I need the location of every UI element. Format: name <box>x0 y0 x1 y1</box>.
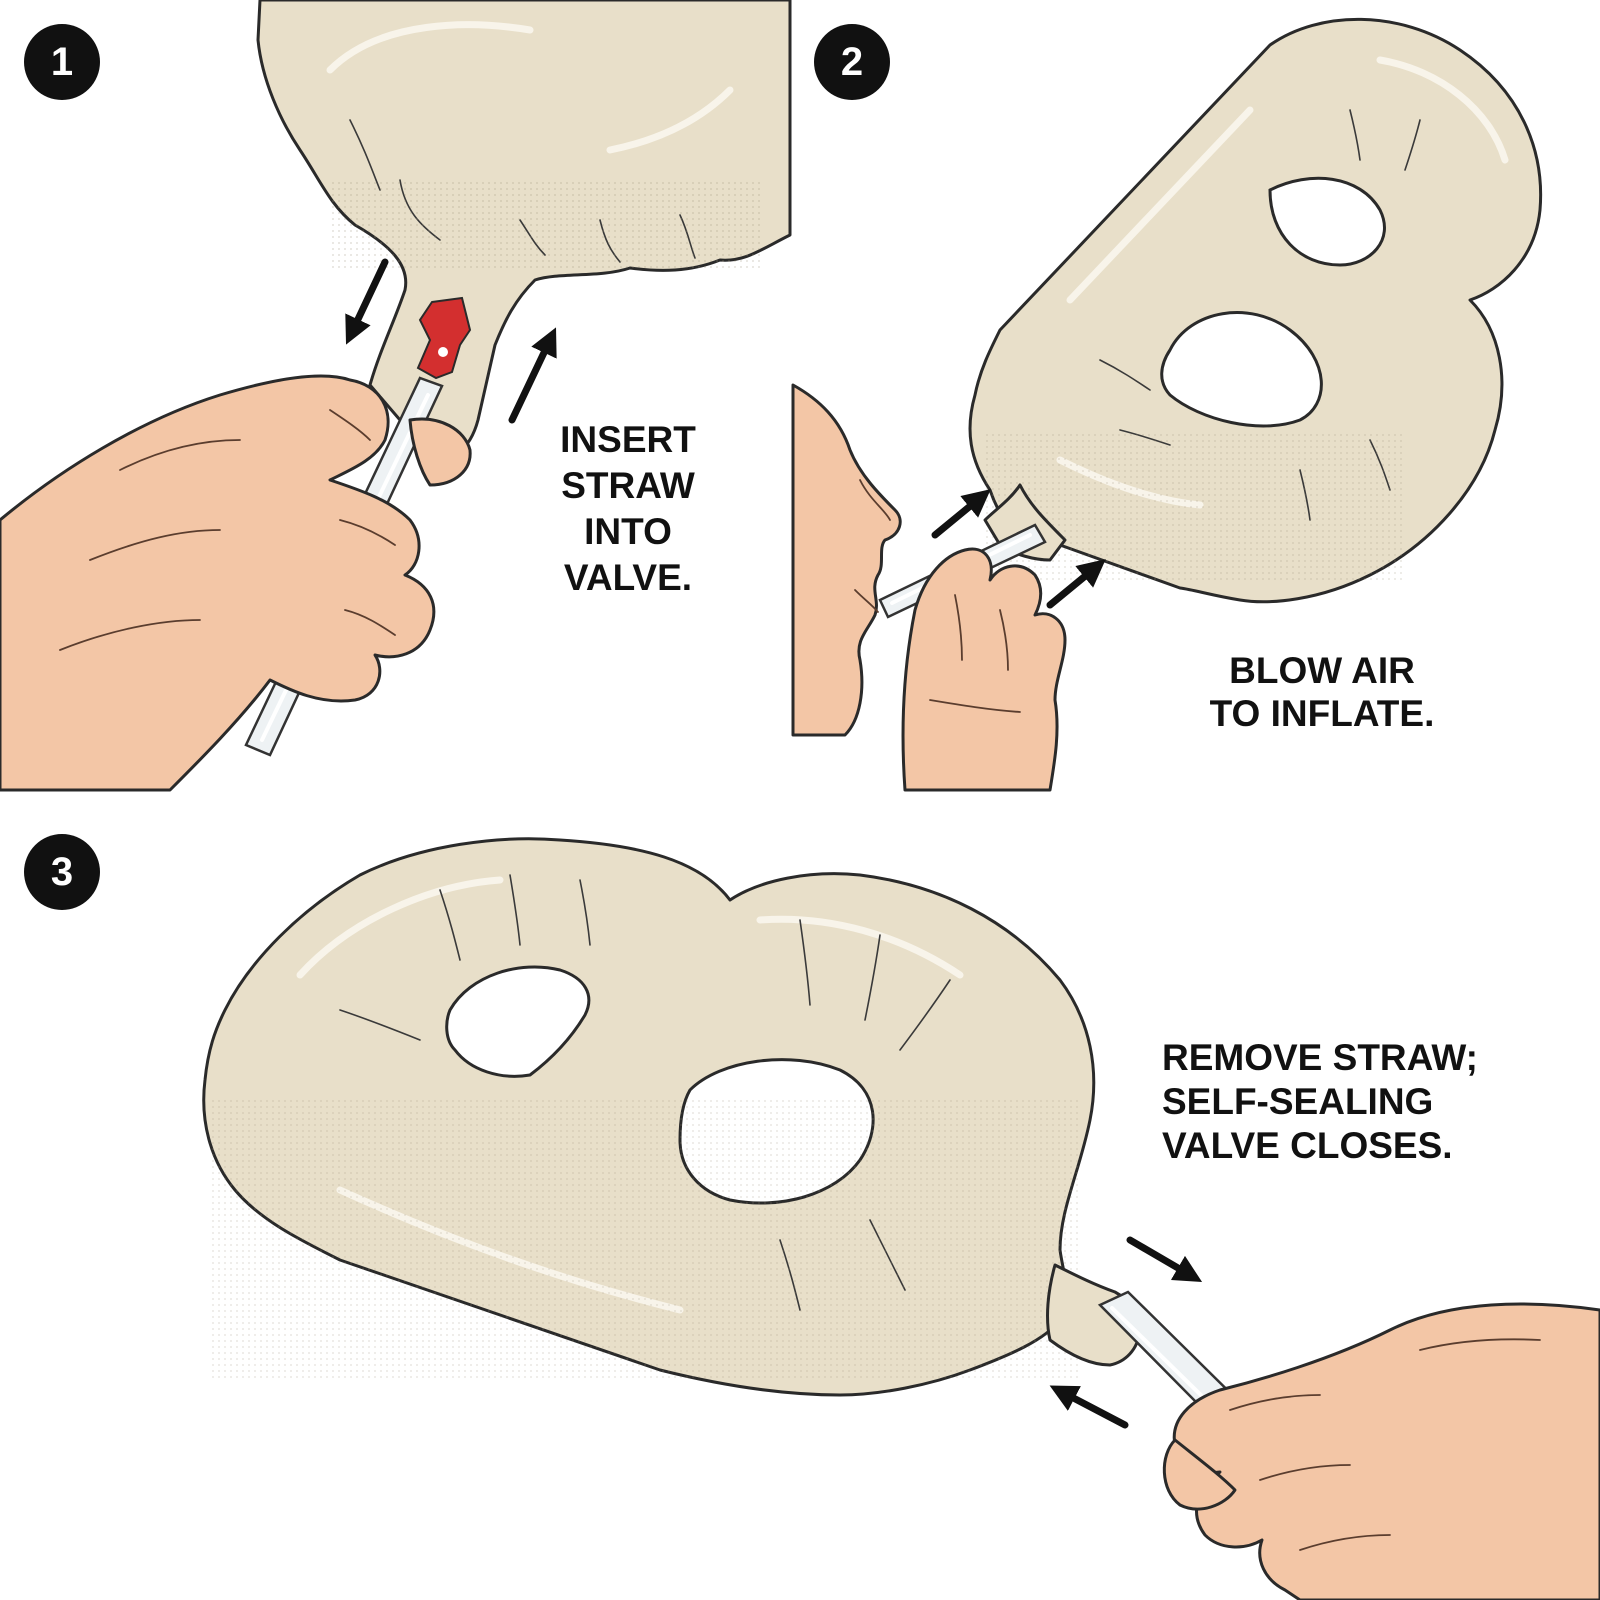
hand <box>1162 1302 1600 1600</box>
arrow-icon <box>1049 1236 1203 1429</box>
red-valve-icon <box>416 296 472 380</box>
step-badge-3: 3 <box>24 834 100 910</box>
step-badge-1: 1 <box>24 24 100 100</box>
instruction-line: SELF-SEALING <box>1162 1081 1433 1122</box>
step-number: 3 <box>51 850 73 894</box>
instruction-line: STRAW <box>561 465 695 506</box>
panel-step-3: 3 REMOVE STRAW; SELF-SEALING VALVE CLOSE… <box>24 834 1600 1600</box>
instruction-text-1: INSERT STRAW INTO VALVE. <box>560 419 696 598</box>
panel-step-1: 1 INSERT STRAW INTO VALVE. <box>0 0 792 792</box>
instruction-text-3: REMOVE STRAW; SELF-SEALING VALVE CLOSES. <box>1162 1037 1478 1166</box>
balloon-letter-b <box>968 17 1543 604</box>
instruction-line: VALVE CLOSES. <box>1162 1125 1453 1166</box>
arrow-icon <box>345 258 557 424</box>
face-profile <box>791 383 902 737</box>
instruction-line: INSERT <box>560 419 696 460</box>
step-number: 1 <box>51 40 73 84</box>
hand <box>901 547 1067 792</box>
instruction-line: BLOW AIR <box>1229 650 1415 691</box>
instruction-line: REMOVE STRAW; <box>1162 1037 1478 1078</box>
instruction-line: INTO <box>584 511 672 552</box>
panel-step-2: 2 BLOW AIR TO INFLATE. <box>791 17 1543 792</box>
instruction-line: TO INFLATE. <box>1210 693 1435 734</box>
hand <box>0 374 472 792</box>
step-badge-2: 2 <box>814 24 890 100</box>
instruction-line: VALVE. <box>564 557 692 598</box>
step-number: 2 <box>841 40 863 84</box>
balloon-letter-b <box>202 837 1142 1397</box>
instruction-text-2: BLOW AIR TO INFLATE. <box>1210 650 1435 734</box>
arrow-icon <box>931 489 1106 609</box>
